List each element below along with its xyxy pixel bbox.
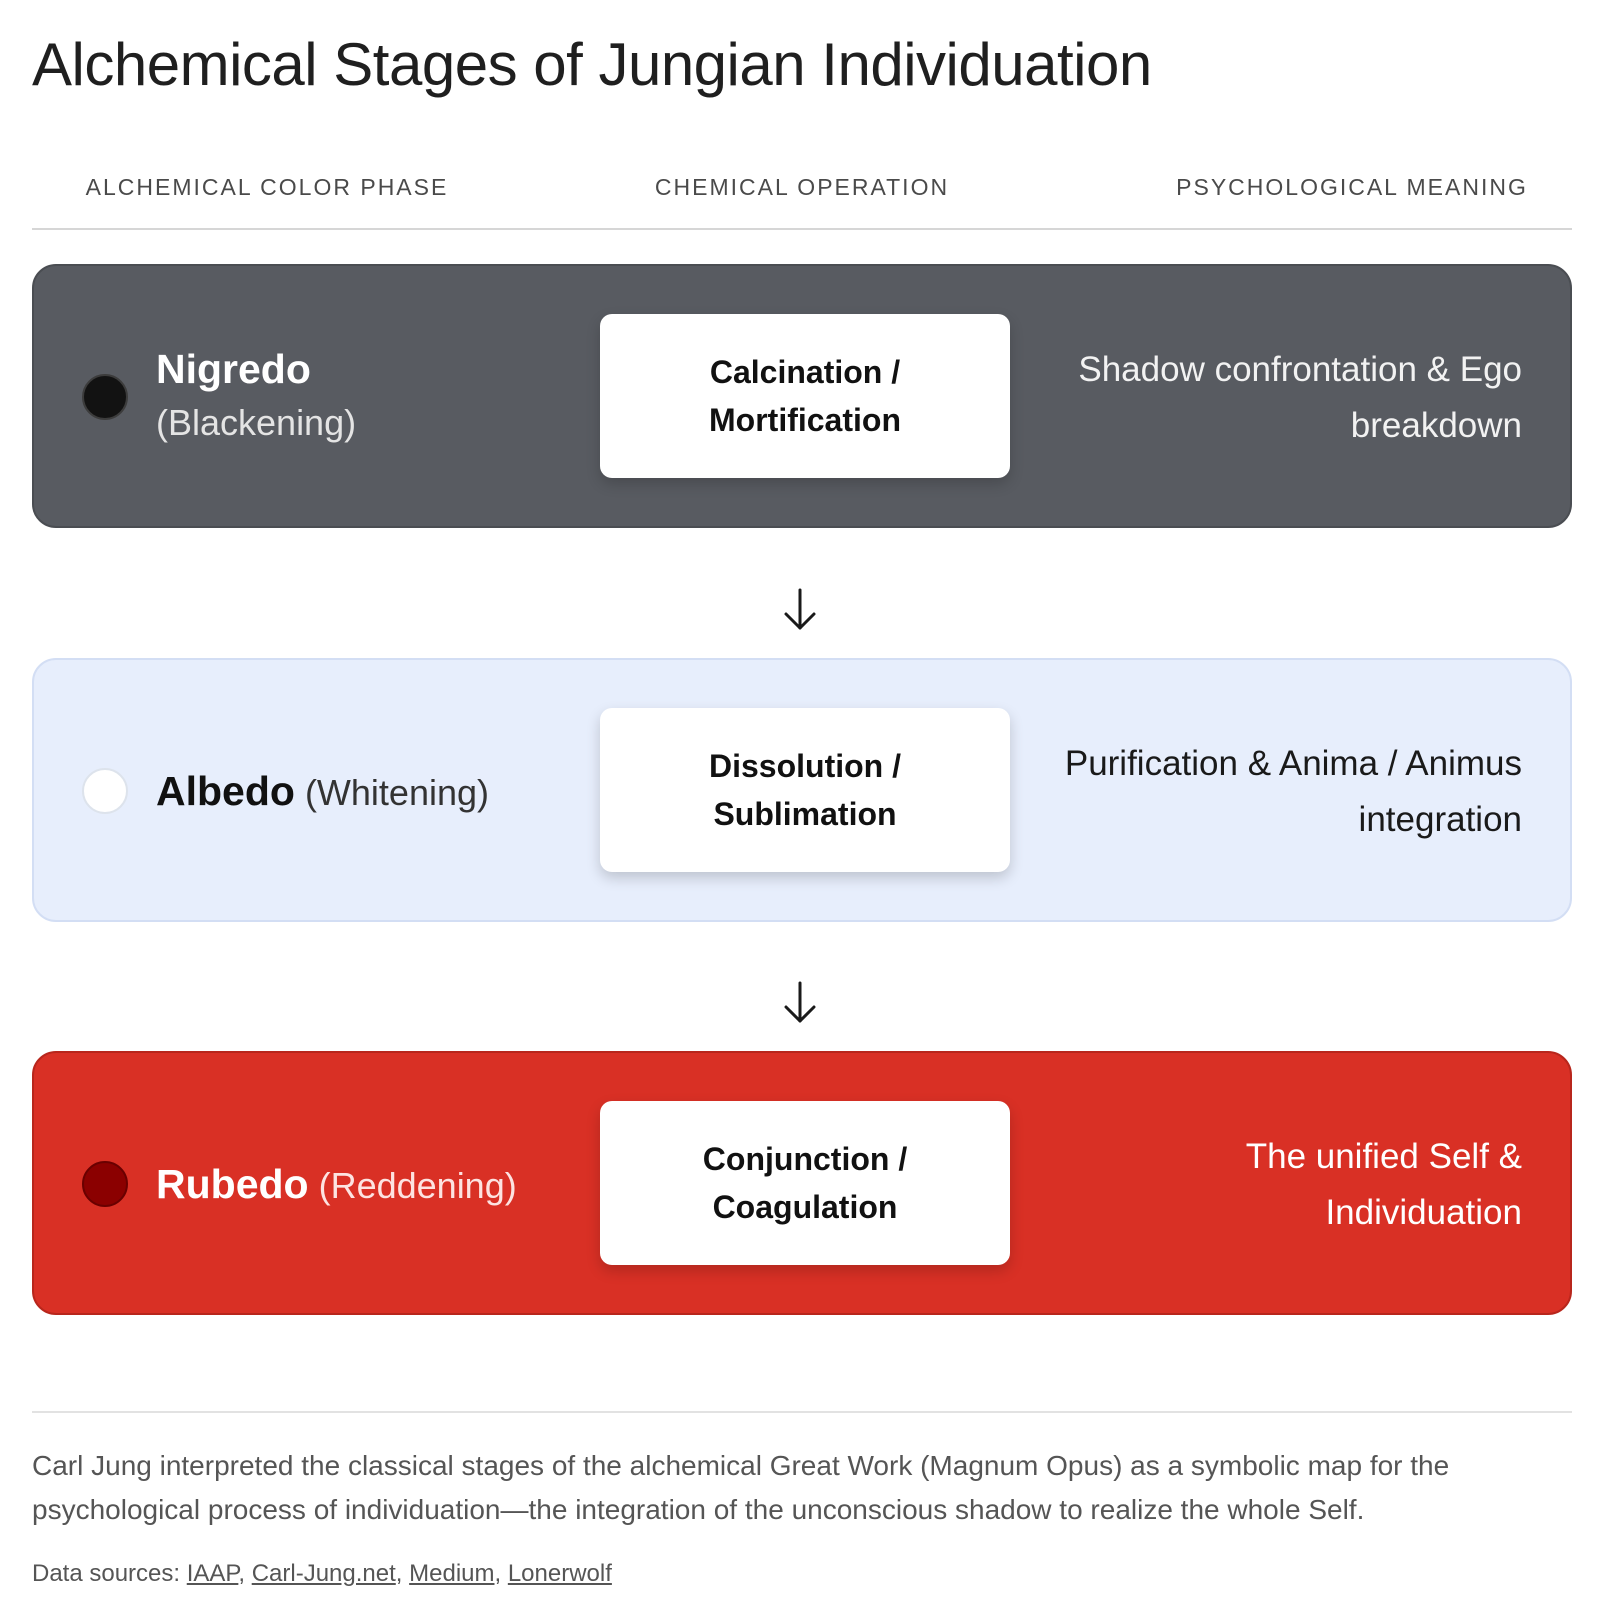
divider — [32, 1411, 1572, 1413]
stage-name: Rubedo — [156, 1161, 309, 1207]
column-header-phase: Alchemical Color Phase — [85, 174, 449, 200]
stage-subtitle: (Blackening) — [156, 402, 357, 443]
source-link-iaap[interactable]: IAAP — [186, 1560, 239, 1587]
page-title: Alchemical Stages of Jungian Individuati… — [32, 31, 1152, 98]
arrow-down-icon — [784, 981, 816, 1023]
source-link-lonerwolf[interactable]: Lonerwolf — [507, 1560, 612, 1587]
black-dot-icon — [82, 374, 128, 420]
stage-subtitle: (Whitening) — [304, 772, 489, 813]
column-headers: Alchemical Color Phase Chemical Operatio… — [32, 168, 1572, 230]
sources-label: Data sources: — [32, 1560, 181, 1587]
stage-subtitle: (Reddening) — [318, 1165, 517, 1206]
stage-meaning: Shadow confrontation & Ego breakdown — [1078, 350, 1522, 445]
arrow-down-icon — [784, 588, 816, 630]
operation-card: Dissolution / Sublimation — [600, 708, 1010, 872]
stage-albedo: Albedo(Whitening) Dissolution / Sublimat… — [32, 658, 1572, 922]
column-header-meaning: Psychological Meaning — [1176, 174, 1528, 200]
white-dot-icon — [82, 768, 128, 814]
operation-label: Calcination / Mortification — [709, 354, 901, 438]
operation-label: Conjunction / Coagulation — [702, 1141, 908, 1225]
source-link-carl-jung-net[interactable]: Carl-Jung.net — [251, 1560, 396, 1587]
description: Carl Jung interpreted the classical stag… — [32, 1450, 1450, 1525]
stage-nigredo: Nigredo (Blackening) Calcination / Morti… — [32, 264, 1572, 528]
stage-meaning: Purification & Anima / Animus integratio… — [1064, 744, 1522, 839]
data-sources: Data sources: IAAP, Carl-Jung.net, Mediu… — [32, 1560, 612, 1587]
stage-meaning: The unified Self & Individuation — [1245, 1137, 1522, 1232]
stage-phase: Albedo(Whitening) — [156, 764, 489, 828]
operation-label: Dissolution / Sublimation — [709, 748, 901, 832]
stage-phase: Nigredo (Blackening) — [156, 344, 356, 452]
operation-card: Conjunction / Coagulation — [600, 1101, 1010, 1265]
operation-card: Calcination / Mortification — [600, 314, 1010, 478]
stage-name: Nigredo — [156, 346, 311, 392]
stage-rubedo: Rubedo(Reddening) Conjunction / Coagulat… — [32, 1051, 1572, 1315]
stage-name: Albedo — [156, 768, 295, 814]
column-header-operation: Chemical Operation — [654, 174, 950, 200]
stage-phase: Rubedo(Reddening) — [156, 1157, 517, 1221]
red-dot-icon — [82, 1161, 128, 1207]
source-link-medium[interactable]: Medium — [409, 1560, 495, 1587]
